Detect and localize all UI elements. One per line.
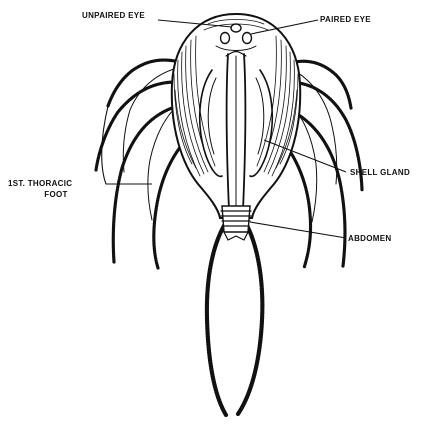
label-unpaired-eye: UNPAIRED EYE	[82, 11, 145, 20]
label-paired-eye: PAIRED EYE	[320, 15, 371, 24]
label-thoracic-foot-line2: FOOT	[44, 190, 67, 199]
label-shell-gland: SHELL GLAND	[350, 168, 410, 177]
label-thoracic-foot-line1: 1ST. THORACIC	[8, 179, 72, 188]
abdomen-body	[221, 206, 251, 240]
antenna-right	[238, 214, 262, 414]
antenna-left	[207, 214, 232, 415]
label-abdomen: ABDOMEN	[348, 234, 391, 243]
leader-thoracic-foot	[102, 106, 152, 184]
leader-abdomen	[250, 222, 346, 238]
